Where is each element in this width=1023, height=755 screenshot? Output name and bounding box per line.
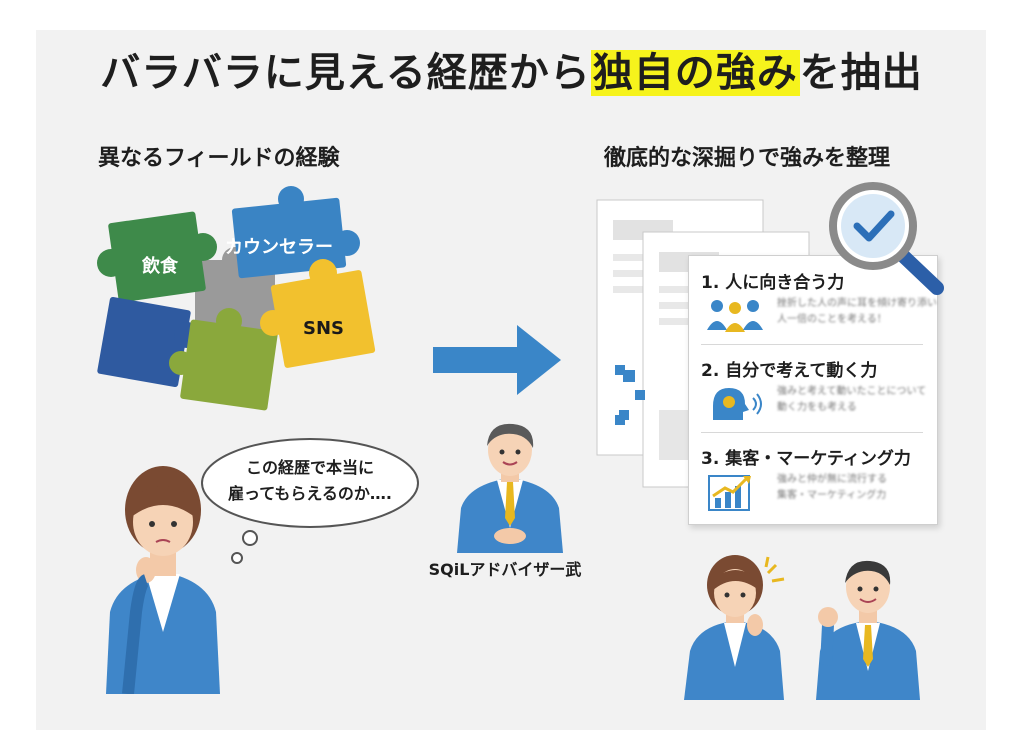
left-heading: 異なるフィールドの経験 bbox=[98, 146, 340, 171]
thought-dots bbox=[231, 530, 258, 564]
thought-line-2: 雇ってもらえるのか…. bbox=[228, 484, 392, 503]
thought-line-1: この経歴で本当に bbox=[245, 458, 374, 477]
strength-2-desc: 強みと考えて動いたことについて 動く力をも考える bbox=[777, 384, 927, 416]
strength-item-1: 1. 人に向き合う力 挫折した人の声に耳を傾け寄り添い 人一倍のことを考える！ bbox=[701, 268, 937, 332]
strength-2-label: 2. 自分で考えて動く力 bbox=[701, 361, 878, 381]
advisor-label: SQiLアドバイザー武 bbox=[428, 560, 582, 579]
strength-2-desc-line2: 動く力をも考える bbox=[777, 402, 857, 413]
magnifier-check-icon bbox=[829, 182, 944, 295]
growth-chart-icon bbox=[708, 475, 751, 511]
right-arrow-icon bbox=[433, 325, 561, 395]
thought-text: この経歴で本当に 雇ってもらえるのか…. bbox=[196, 455, 424, 507]
title-before: バラバラに見える経歴から bbox=[100, 50, 591, 96]
puzzle-piece-olive bbox=[169, 308, 278, 411]
puzzle-piece-yellow bbox=[260, 259, 376, 368]
strength-3-desc-line2: 集客・マーケティング力 bbox=[777, 490, 887, 501]
piece-label-food: 飲食 bbox=[142, 256, 178, 277]
right-heading: 徹底的な深掘りで強みを整理 bbox=[604, 146, 891, 171]
strength-1-desc-line2: 人一倍のことを考える！ bbox=[777, 314, 887, 325]
piece-label-sns: SNS bbox=[303, 318, 344, 339]
page-title: バラバラに見える経歴から独自の強みを抽出 bbox=[0, 40, 1023, 98]
strength-item-2: 2. 自分で考えて動く力 強みと考えて動いたことについて 動く力をも考える bbox=[701, 356, 931, 420]
thought-bubble bbox=[201, 438, 419, 528]
strength-3-desc-line1: 強みと仲が無に流行する bbox=[777, 474, 887, 485]
puzzle-piece-blue bbox=[231, 186, 360, 279]
title-after: を抽出 bbox=[799, 50, 923, 96]
strengths-card: 1. 人に向き合う力 挫折した人の声に耳を傾け寄り添い 人一倍のことを考える！ … bbox=[688, 255, 938, 525]
strength-1-desc: 挫折した人の声に耳を傾け寄り添い 人一倍のことを考える！ bbox=[777, 296, 937, 328]
worried-woman-illustration bbox=[106, 466, 220, 694]
realization-people-illustration bbox=[684, 555, 920, 700]
piece-label-counselor: カウンセラー bbox=[225, 237, 333, 258]
strength-3-desc: 強みと仲が無に流行する 集客・マーケティング力 bbox=[777, 472, 923, 504]
advisor-illustration bbox=[457, 423, 563, 553]
puzzle-piece-green bbox=[97, 211, 217, 303]
strength-3-label: 3. 集客・マーケティング力 bbox=[701, 449, 911, 469]
divider bbox=[701, 344, 923, 345]
strength-2-desc-line1: 強みと考えて動いたことについて bbox=[777, 386, 927, 397]
puzzle-illustration: 飲食 カウンセラー SNS bbox=[95, 185, 395, 420]
strength-1-label: 1. 人に向き合う力 bbox=[701, 273, 845, 293]
strength-1-desc-line1: 挫折した人の声に耳を傾け寄り添い bbox=[777, 298, 937, 309]
team-icon bbox=[707, 300, 763, 332]
title-highlight: 独自の強み bbox=[590, 50, 800, 96]
head-gear-icon bbox=[713, 388, 762, 420]
divider bbox=[701, 432, 923, 433]
strength-item-3: 3. 集客・マーケティング力 強みと仲が無に流行する 集客・マーケティング力 bbox=[701, 444, 931, 511]
